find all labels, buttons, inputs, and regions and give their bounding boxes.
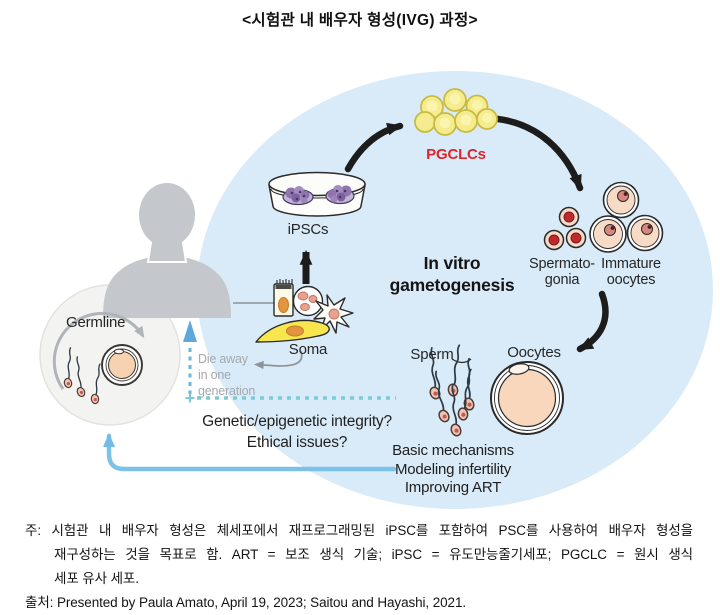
ethics-questions-annotation: Genetic/epigenetic integrity? Ethical is… bbox=[202, 413, 392, 451]
figure-footer: 주: 시험관 내 배우자 형성은 체세포에서 재프로그래밍된 iPSC를 포함하… bbox=[25, 519, 693, 615]
germline-label: Germline bbox=[66, 314, 126, 331]
oocytes-label: Oocytes bbox=[507, 344, 561, 361]
ipsc-colony-icon bbox=[325, 185, 355, 205]
spermatogonia-label: Spermato- gonia bbox=[529, 256, 595, 288]
oocyte-icon bbox=[490, 361, 564, 435]
pgclc-cells-icon bbox=[414, 88, 498, 136]
footnote-line: 세포 유사 세포. bbox=[54, 571, 139, 586]
arrow-pgclc-to-gonia bbox=[494, 115, 584, 192]
ipsc-colony-icon bbox=[282, 186, 314, 206]
sperm-label: Sperm bbox=[410, 346, 454, 363]
epithelial-cell-icon bbox=[273, 279, 294, 317]
person-silhouette-icon bbox=[103, 183, 231, 318]
spermatogonia-cells-icon bbox=[543, 206, 587, 251]
soma-cells-icon bbox=[255, 279, 354, 343]
germline-oocyte-icon bbox=[101, 344, 143, 386]
arrow-gonia-to-gametes bbox=[576, 290, 609, 353]
in-vitro-gametogenesis-label: In vitro gametogenesis bbox=[389, 253, 515, 295]
soma-label: Soma bbox=[288, 341, 328, 358]
round-cell-icon bbox=[292, 285, 324, 317]
source-line: 출처: Presented by Paula Amato, April 19, … bbox=[25, 595, 467, 610]
immature-oocytes-label: Immature oocytes bbox=[601, 256, 661, 288]
sperm-cells-icon bbox=[413, 344, 485, 439]
pgclcs-label: PGCLCs bbox=[426, 146, 486, 163]
footnote-line: 주: 시험관 내 배우자 형성은 체세포에서 재프로그래밍된 iPSC를 포함하… bbox=[25, 523, 693, 538]
footnote-line: 재구성하는 것을 목표로 함. ART = 보조 생식 기술; iPSC = 유… bbox=[54, 547, 693, 562]
germline-cycle-icon bbox=[52, 311, 145, 405]
ipscs-label: iPSCs bbox=[287, 221, 329, 238]
feedback-blue-arrow bbox=[103, 433, 397, 472]
ipsc-dish-icon bbox=[268, 171, 366, 217]
arrow-ipsc-to-pgclc bbox=[344, 122, 404, 173]
soma-dieaway-arrow bbox=[253, 350, 303, 370]
immature-oocytes-icon bbox=[589, 181, 664, 253]
page-title: <시험관 내 배우자 형성(IVG) 과정> bbox=[242, 12, 478, 29]
die-away-annotation: Die away in one generation bbox=[198, 352, 256, 398]
dieaway-dashed-arrow bbox=[183, 320, 396, 403]
outcomes-annotation: Basic mechanisms Modeling infertility Im… bbox=[392, 442, 514, 497]
fibroblast-cell-icon bbox=[255, 319, 330, 343]
